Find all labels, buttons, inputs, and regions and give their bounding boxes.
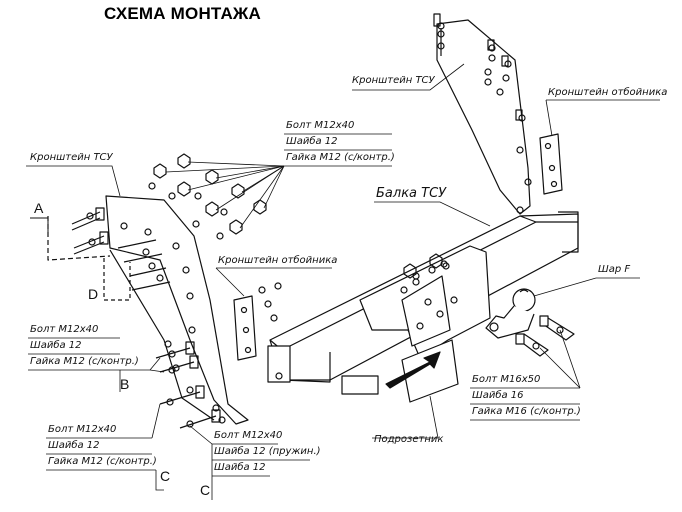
a-dash-lines bbox=[47, 216, 111, 261]
tow-ball bbox=[485, 288, 536, 339]
hw-c-left-washer: Шайба 12 bbox=[48, 440, 100, 451]
leader-lines bbox=[26, 63, 660, 500]
label-ball-f: Шар F bbox=[598, 264, 631, 275]
hw-c-right-washer: Шайба 12 bbox=[214, 462, 266, 473]
hw-top-bolt: Болт M12x40 bbox=[286, 120, 355, 131]
d-box bbox=[103, 258, 131, 301]
marker-d: D bbox=[88, 286, 99, 302]
socket-plate bbox=[341, 339, 459, 403]
hw-ball-bolt: Болт M16x50 bbox=[472, 374, 541, 385]
hw-top-washer: Шайба 12 bbox=[286, 136, 338, 147]
label-upper-bumper-bracket: Кронштейн отбойника bbox=[548, 87, 668, 98]
label-left-tsu-bracket: Кронштейн ТСУ bbox=[30, 152, 113, 163]
hw-c-right-bolt: Болт M12x40 bbox=[214, 430, 283, 441]
upper-bumper-bracket bbox=[539, 133, 563, 195]
hitch-plate bbox=[359, 245, 491, 359]
label-upper-tsu-bracket: Кронштейн ТСУ bbox=[352, 75, 435, 86]
left-bumper-bolts bbox=[258, 282, 282, 322]
page-title: СХЕМА МОНТАЖА bbox=[104, 4, 261, 23]
c-zone-bolts bbox=[159, 385, 221, 429]
label-socket-plate: Подрозетник bbox=[374, 434, 444, 445]
hw-ball-nut: Гайка M16 (с/контр.) bbox=[472, 406, 581, 417]
b-zone-bolts bbox=[155, 341, 199, 373]
upper-plate-bolts bbox=[433, 13, 523, 121]
label-left-bumper-bracket: Кронштейн отбойника bbox=[218, 255, 338, 266]
marker-c-left: C bbox=[160, 468, 171, 484]
left-bumper-bracket bbox=[233, 295, 257, 361]
hw-b-washer: Шайба 12 bbox=[30, 340, 82, 351]
beam-bolts bbox=[403, 253, 450, 286]
hw-b-bolt: Болт M12x40 bbox=[30, 324, 99, 335]
left-bolts-a bbox=[71, 207, 109, 255]
upper-tsu-bracket bbox=[436, 19, 532, 215]
hw-ball-washer: Шайба 16 bbox=[472, 390, 524, 401]
hw-b-nut: Гайка M12 (с/контр.) bbox=[30, 356, 139, 367]
ball-bolts bbox=[515, 315, 575, 357]
marker-c-right: C bbox=[200, 482, 211, 498]
marker-a: A bbox=[34, 200, 44, 216]
left-mid-bolts bbox=[117, 239, 171, 291]
hw-top-nut: Гайка M12 (с/контр.) bbox=[286, 152, 395, 163]
hw-c-left-bolt: Болт M12x40 bbox=[48, 424, 117, 435]
a-marker bbox=[30, 217, 49, 236]
hw-c-right-spring-washer: Шайба 12 (пружин.) bbox=[214, 446, 321, 457]
marker-b: B bbox=[120, 376, 130, 392]
hw-c-left-nut: Гайка M12 (с/контр.) bbox=[48, 456, 157, 467]
label-beam-tsu: Балка ТСУ bbox=[376, 186, 447, 201]
top-nuts bbox=[148, 153, 267, 240]
